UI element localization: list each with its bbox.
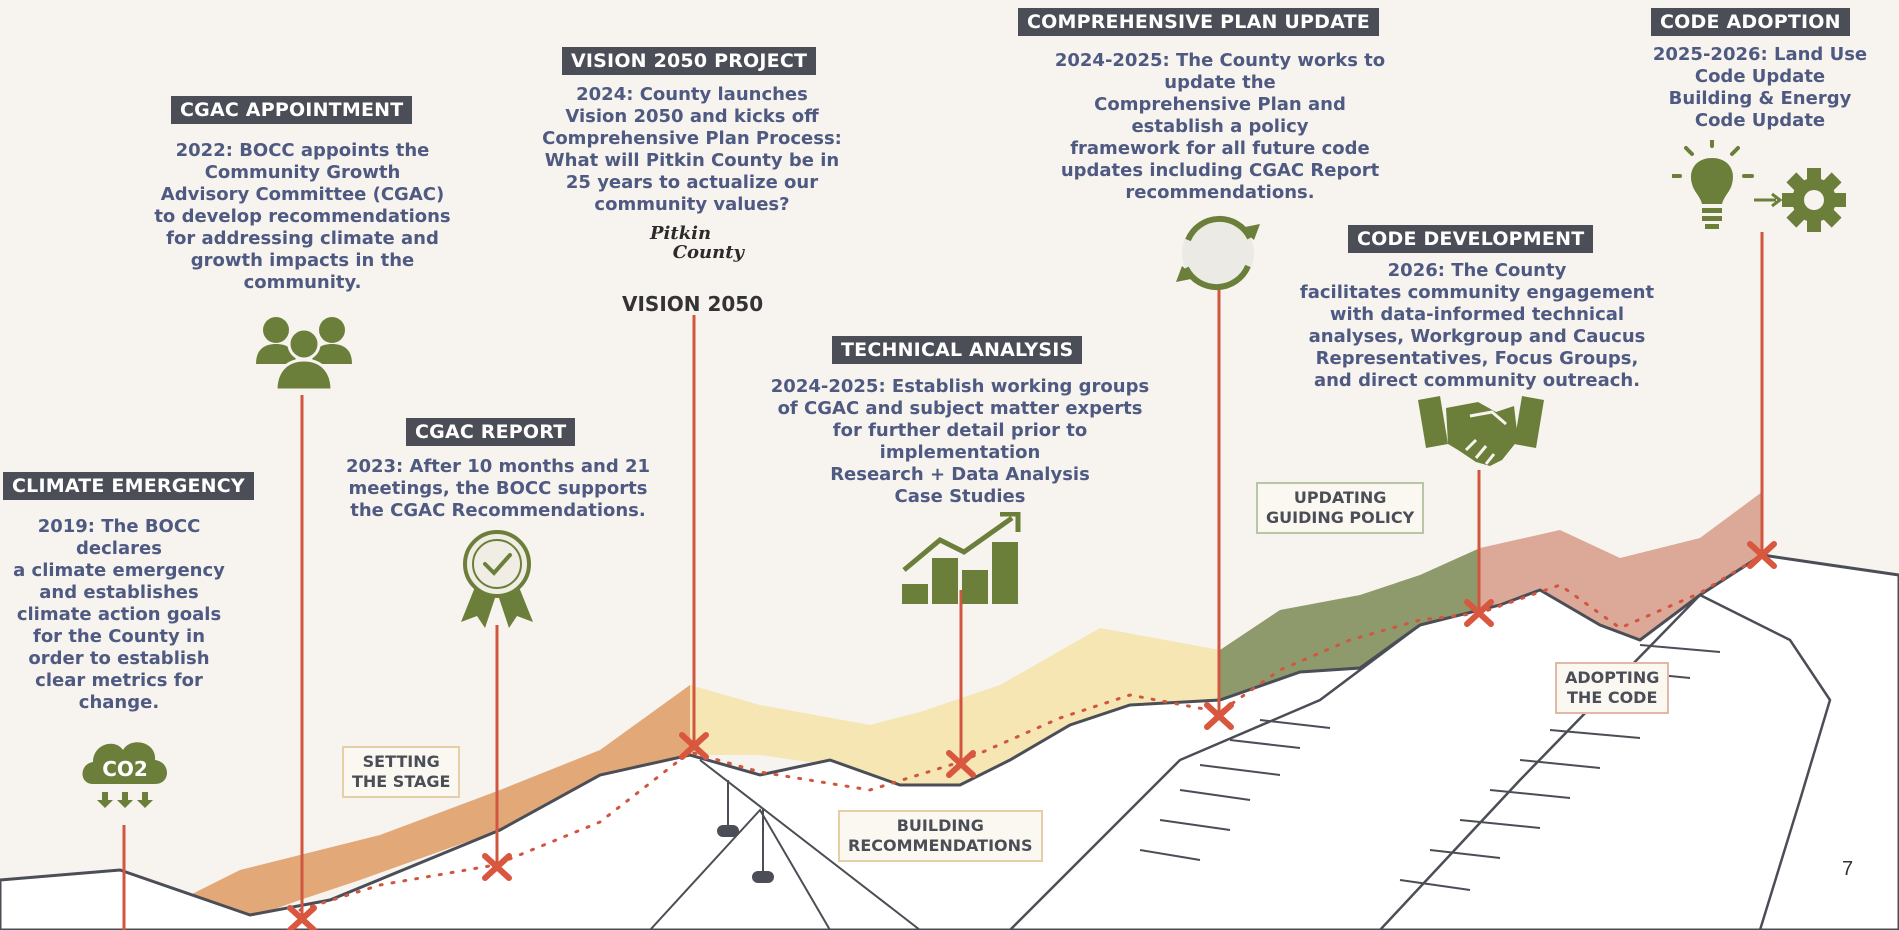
label-code-adoption: CODE ADOPTION	[1651, 8, 1850, 36]
x-marker	[679, 732, 709, 760]
band-setting-stage	[120, 685, 690, 930]
label-vision-2050: VISION 2050 PROJECT	[562, 47, 817, 75]
label-cgac-report: CGAC REPORT	[406, 418, 576, 446]
page-number: 7	[1842, 858, 1854, 880]
co2-text: CO2	[102, 757, 148, 781]
x-marker	[946, 750, 976, 778]
handshake-icon	[1418, 394, 1544, 474]
mountain-ridge-3	[1379, 594, 1701, 930]
mountain-ridge-2	[1009, 624, 1421, 930]
ski-lift	[699, 759, 921, 930]
dotted-trail	[298, 553, 1764, 912]
award-ribbon-icon	[455, 530, 539, 630]
x-marker	[287, 905, 317, 930]
x-marker	[1464, 599, 1494, 627]
mountain-ridge-4	[1699, 593, 1832, 930]
label-climate-emergency: CLIMATE EMERGENCY	[3, 472, 254, 500]
x-marker	[1204, 702, 1234, 730]
label-cgac-appointment: CGAC APPOINTMENT	[171, 96, 413, 124]
label-code-development: CODE DEVELOPMENT	[1348, 225, 1594, 253]
co2-cloud-icon: CO2	[75, 722, 175, 822]
cycle-arrows-icon	[1170, 210, 1266, 296]
bar-chart-growth-icon	[900, 511, 1022, 604]
milestone-poles	[122, 232, 1764, 930]
people-group-icon	[256, 312, 352, 392]
band-adopting	[1480, 492, 1762, 640]
band-building	[690, 628, 1220, 785]
pitkin-county-logo: Pitkin County	[650, 223, 744, 263]
label-technical-analysis: TECHNICAL ANALYSIS	[832, 336, 1083, 364]
label-comprehensive-plan-update: COMPREHENSIVE PLAN UPDATE	[1018, 8, 1379, 36]
lightbulb-gear-icon	[1670, 138, 1852, 234]
x-marker	[482, 853, 512, 881]
mountain-front	[0, 553, 1899, 930]
vision-2050-logo-text: VISION 2050	[622, 292, 764, 316]
x-markers	[287, 541, 1777, 930]
x-marker	[1747, 541, 1777, 569]
band-policy	[1220, 548, 1480, 700]
mountain-ridge-1	[649, 808, 831, 930]
